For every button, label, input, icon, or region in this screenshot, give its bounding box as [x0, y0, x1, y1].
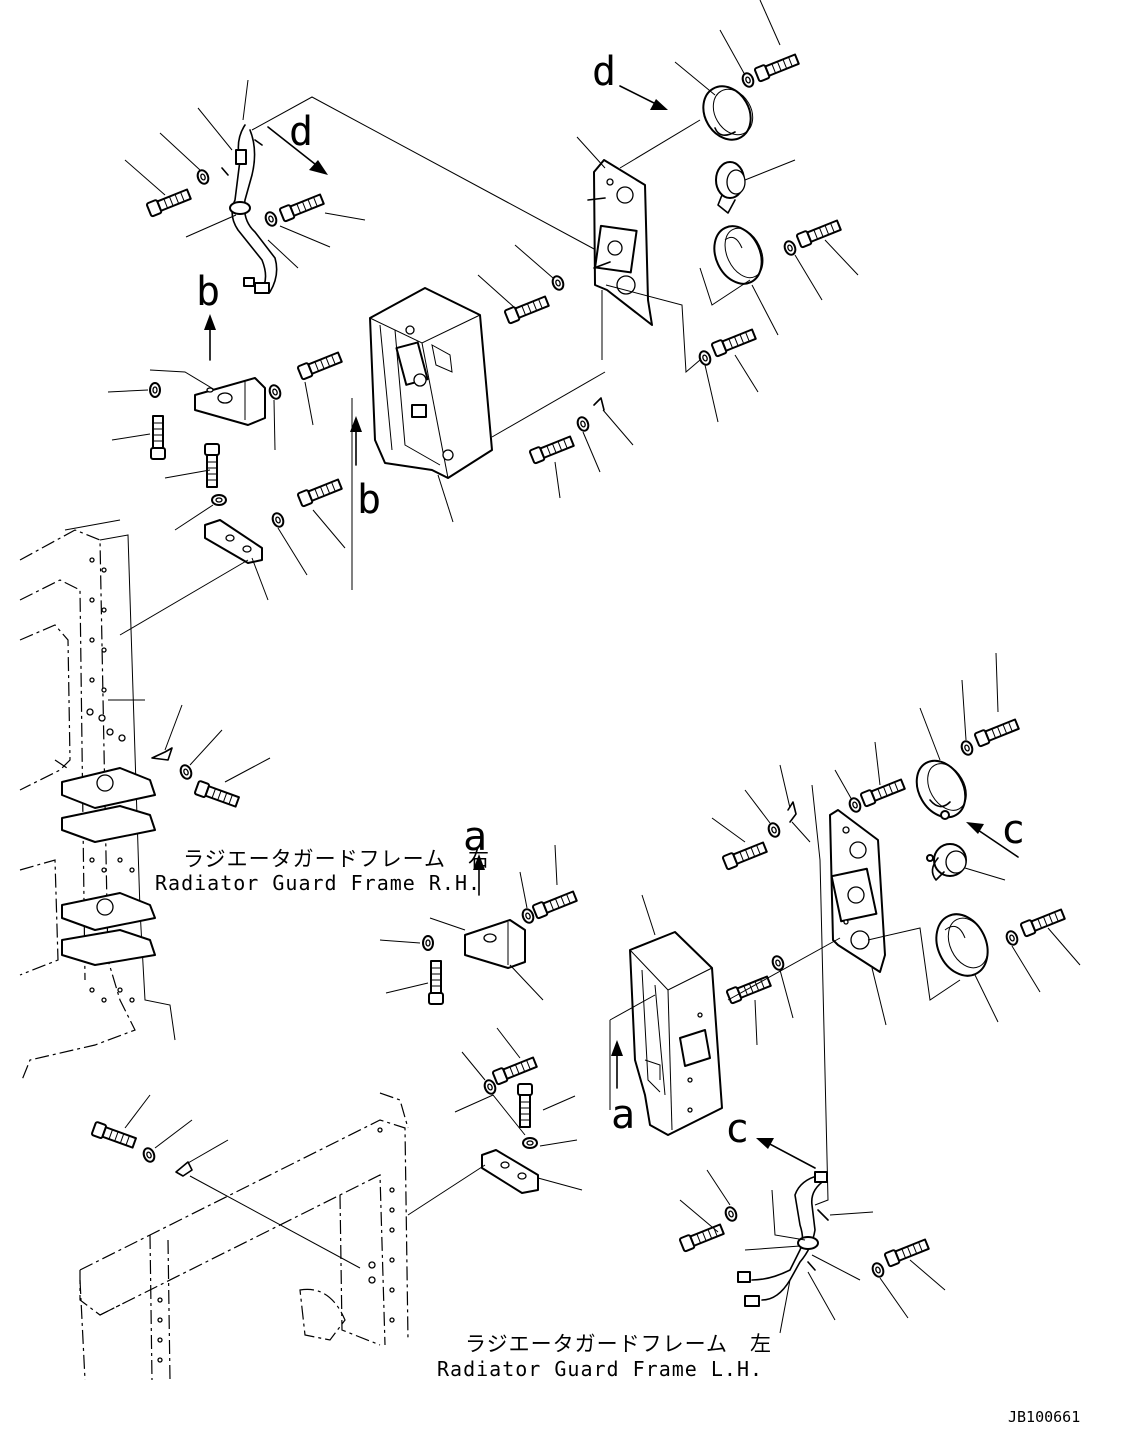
bolt-icon	[491, 1054, 539, 1086]
washer-icon	[519, 906, 537, 926]
washer-icon	[958, 738, 976, 758]
washer-icon	[149, 382, 161, 398]
clip-icon	[593, 397, 605, 411]
clip-icon	[175, 1161, 193, 1177]
frame-rh-label-en: Radiator Guard Frame R.H.	[155, 871, 481, 895]
washer-icon	[262, 209, 280, 229]
bulb-socket-icon	[715, 161, 746, 214]
lamp-icon	[702, 85, 754, 141]
washer-icon	[266, 382, 284, 402]
bolt-icon	[721, 839, 769, 871]
lamp-mount-plate-upper	[587, 159, 653, 326]
bolt-icon	[193, 779, 241, 810]
washer-icon	[846, 795, 864, 815]
washer-icon	[522, 1137, 538, 1149]
bolt-icon	[517, 1083, 533, 1128]
washer-icon	[269, 510, 287, 530]
bolt-icon	[795, 217, 843, 249]
bracket-icon	[204, 519, 263, 564]
lower-assembly: a	[609, 652, 1081, 1334]
lower-left-brackets: a	[379, 814, 583, 1216]
washer-icon	[140, 1145, 158, 1165]
bolt-icon	[296, 476, 344, 508]
washer-icon	[481, 1077, 499, 1097]
bracket-icon	[481, 1149, 539, 1194]
lamp-icon	[915, 759, 967, 820]
clip-icon	[787, 801, 797, 823]
bolt-icon	[753, 51, 801, 83]
ref-letter-d: d	[289, 109, 313, 155]
ref-letter-a-lower: a	[611, 1092, 635, 1138]
radiator-guard-frame-lh	[79, 1092, 409, 1381]
bolt-icon	[145, 186, 193, 218]
washer-icon	[765, 820, 783, 840]
lamp-icon	[713, 225, 764, 285]
ref-letter-d-right: d	[592, 49, 616, 95]
bolt-icon	[859, 776, 907, 808]
lamp-housing-upper	[369, 287, 493, 479]
bolt-icon	[710, 326, 758, 358]
washer-icon	[422, 935, 434, 951]
bulb-socket-icon	[926, 843, 967, 881]
washer-icon	[869, 1260, 887, 1280]
frame-hinge	[61, 767, 156, 966]
frame-lh-label-en: Radiator Guard Frame L.H.	[437, 1357, 763, 1381]
washer-icon	[194, 167, 212, 187]
bolt-icon	[278, 191, 326, 223]
ref-letter-a-upper: a	[463, 814, 487, 860]
bolt-icon	[528, 433, 576, 465]
bolt-icon	[883, 1236, 931, 1268]
frame-holes	[86, 557, 135, 1003]
bolt-icon	[973, 716, 1021, 748]
frame-rh-label-jp: ラジエータガードフレーム 右	[183, 847, 490, 871]
bracket-icon	[149, 369, 266, 426]
lamp-icon	[935, 913, 989, 977]
washer-icon	[549, 273, 567, 293]
bolt-icon	[204, 443, 220, 488]
bolt-icon	[296, 349, 344, 381]
washer-icon	[769, 953, 787, 973]
lamp-housing-lower	[629, 931, 723, 1136]
bracket-icon	[429, 917, 526, 969]
clip-icon	[151, 747, 173, 761]
ref-letter-b-lower: b	[357, 477, 381, 523]
washer-icon	[1003, 928, 1021, 948]
bolt-icon	[90, 1120, 138, 1151]
ref-letter-c-upper: c	[1001, 807, 1025, 853]
lower-wire-harness	[737, 1171, 829, 1307]
bolt-icon	[531, 888, 579, 920]
drawing-code: JB100661	[1008, 1408, 1080, 1426]
washer-icon	[739, 70, 757, 90]
bolt-icon	[150, 415, 166, 460]
bolt-icon	[725, 973, 773, 1005]
washer-icon	[574, 414, 592, 434]
bolt-icon	[503, 293, 551, 325]
frame-lh-label-jp: ラジエータガードフレーム 左	[465, 1332, 772, 1356]
upper-assembly: d b	[107, 0, 859, 636]
bolt-icon	[1019, 906, 1067, 938]
washer-icon	[696, 348, 714, 368]
radiator-guard-frame-rh	[19, 519, 271, 1081]
washer-icon	[177, 762, 195, 782]
bolt-icon	[678, 1221, 726, 1253]
washer-icon	[722, 1204, 740, 1224]
upper-wire-harness	[221, 124, 278, 294]
washer-icon	[781, 238, 799, 258]
ref-letter-b-upper: b	[196, 269, 220, 315]
ref-letter-c-lower: c	[725, 1106, 749, 1152]
washer-icon	[211, 494, 227, 506]
bolt-icon	[428, 960, 444, 1005]
lamp-mount-plate-lower	[829, 809, 886, 973]
